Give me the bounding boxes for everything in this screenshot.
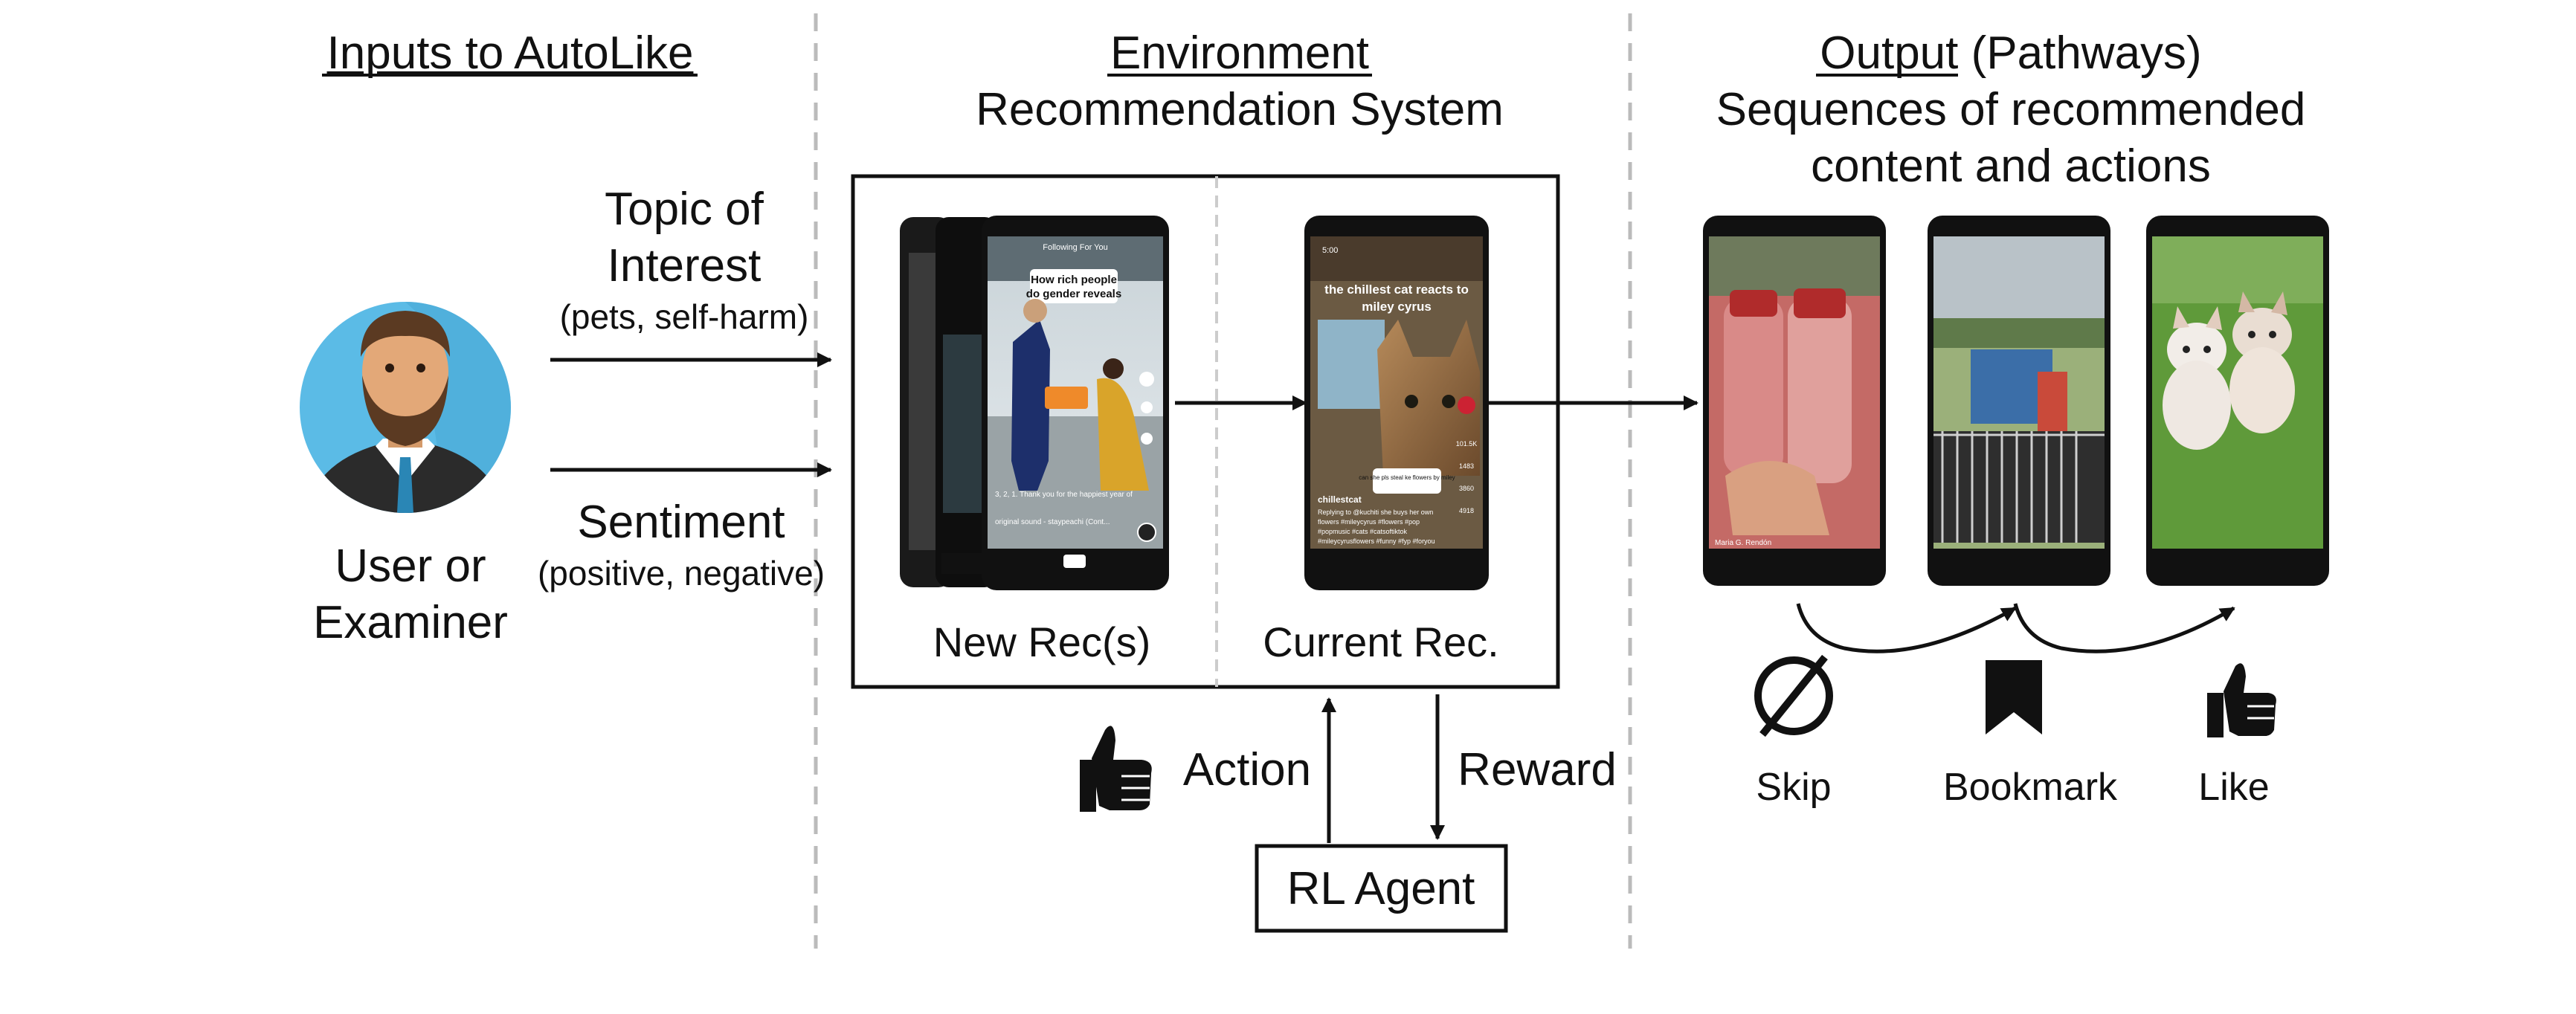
current-rec-time: 5:00: [1322, 246, 1338, 255]
output-heading: Output (Pathways): [1820, 28, 2201, 79]
user-avatar-icon: [300, 302, 511, 513]
like-icon: [2207, 663, 2276, 737]
current-rec-caption-line2: miley cyrus: [1362, 300, 1432, 314]
action-label: Action: [1183, 744, 1311, 795]
current-rec-caption-line1: the chillest cat reacts to: [1324, 282, 1469, 297]
inputs-heading: Inputs to AutoLike: [327, 28, 694, 79]
current-rec-desc2: flowers #mileycyrus #flowers #pop: [1318, 518, 1420, 526]
topic-label-line1: Topic of: [605, 184, 764, 235]
output-heading-underlined: Output: [1820, 28, 1958, 79]
new-rec-tabs: Following For You: [1043, 243, 1107, 252]
sentiment-label: Sentiment: [577, 497, 785, 548]
skip-icon: [1754, 654, 1833, 737]
topic-label-line2: Interest: [608, 240, 761, 291]
current-rec-desc3: #popmusic #cats #catsoftiktok: [1318, 528, 1408, 535]
current-rec-shares: 4918: [1459, 507, 1474, 514]
output-heading-rest: (Pathways): [1958, 28, 2201, 79]
topic-examples: (pets, self-harm): [560, 297, 809, 336]
environment-subheading: Recommendation System: [976, 84, 1504, 135]
current-rec-desc4: #mileycyrusflowers #funny #fyp #foryou: [1318, 537, 1435, 545]
output-phone-1-account: Maria G. Rendón: [1715, 539, 1771, 547]
current-rec-username: chillestcat: [1318, 494, 1362, 505]
output-phone-3[interactable]: [2146, 216, 2329, 586]
current-rec-saves: 3860: [1459, 485, 1474, 492]
pathway-arrow-2: [2013, 603, 2235, 653]
sentiment-examples: (positive, negative): [538, 554, 825, 592]
output-subheading-line2: content and actions: [1811, 141, 2211, 192]
new-rec-music: original sound - staypeachi (Cont...: [995, 518, 1110, 526]
new-recs-label: New Rec(s): [933, 619, 1150, 665]
skip-label: Skip: [1756, 766, 1831, 809]
like-label: Like: [2198, 766, 2269, 809]
new-rec-phone-front[interactable]: Following For You How rich people do gen…: [982, 216, 1169, 590]
user-label-line2: Examiner: [313, 597, 508, 648]
bookmark-icon: [1986, 660, 2042, 734]
action-thumb-icon: [1080, 726, 1152, 812]
output-subheading-line1: Sequences of recommended: [1716, 84, 2306, 135]
new-rec-comment: 3, 2, 1. Thank you for the happiest year…: [995, 491, 1133, 499]
output-phone-2[interactable]: [1928, 216, 2110, 586]
user-label-line1: User or: [335, 540, 486, 592]
current-rec-likes: 101.5K: [1456, 440, 1478, 448]
bookmark-label: Bookmark: [1943, 766, 2118, 809]
rl-agent-box: [1255, 844, 1508, 933]
current-rec-label: Current Rec.: [1263, 619, 1498, 665]
current-rec-desc1: Replying to @kuchiti she buys her own: [1318, 508, 1433, 516]
current-rec-comments: 1483: [1459, 462, 1474, 470]
rl-agent-label: RL Agent: [1287, 863, 1475, 914]
pathway-arrow-1: [1796, 603, 2017, 653]
environment-heading: Environment: [1110, 28, 1369, 79]
environment-box: [851, 174, 1560, 689]
current-rec-phone[interactable]: 5:00 the chillest cat reacts to miley cy…: [1304, 216, 1489, 590]
output-phone-1[interactable]: Maria G. Rendón: [1703, 216, 1886, 586]
new-rec-caption-line1: How rich people: [1031, 274, 1117, 286]
current-rec-reply: can she pls steal ke flowers by miley: [1359, 474, 1455, 481]
reward-label: Reward: [1458, 744, 1617, 795]
new-rec-caption-line2: do gender reveals: [1026, 288, 1121, 300]
